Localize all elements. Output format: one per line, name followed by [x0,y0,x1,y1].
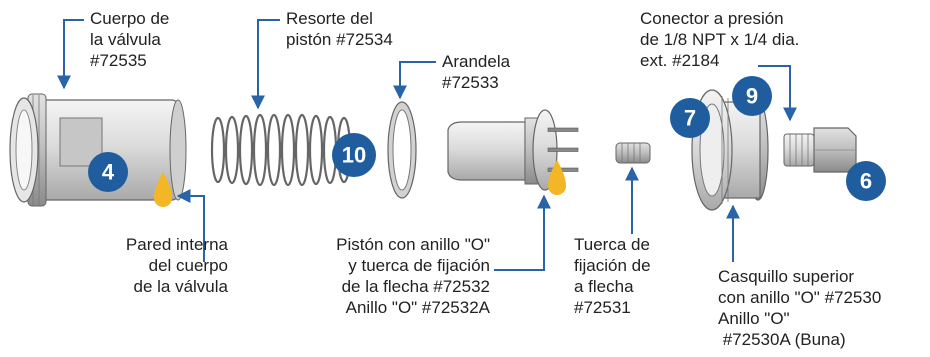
svg-text:6: 6 [860,169,872,194]
connector-part [783,127,857,173]
leader-lines [57,19,797,271]
svg-text:4: 4 [102,160,115,185]
valve-body-label: Cuerpo de la válvula #72535 [90,9,170,70]
svg-text:9: 9 [746,84,758,109]
piston-spring-part [210,113,352,187]
top-bushing-label: Casquillo superior con anillo "O" #72530… [718,267,882,349]
valve-body-part [9,93,187,207]
washer-label: Arandela #72533 [442,52,511,92]
washer-part [387,101,417,199]
badge-10: 10 [332,133,376,177]
svg-text:7: 7 [684,106,696,131]
connector-label: Conector a presión de 1/8 NPT x 1/4 dia.… [640,9,800,70]
piston-label: Pistón con anillo "O" y tuerca de fijaci… [336,235,490,317]
svg-text:10: 10 [342,143,366,168]
badge-6: 6 [846,161,886,201]
inner-wall-label: Pared interna del cuerpo de la válvula [125,235,228,296]
lock-nut-label: Tuerca de fijación de a flecha #72531 [574,235,651,317]
badge-7: 7 [670,98,710,138]
badge-9: 9 [732,76,772,116]
lubricant-drop-icon [548,160,566,195]
badge-4: 4 [88,152,128,192]
piston-spring-label: Resorte del pistón #72534 [286,9,393,49]
lock-nut-part [615,142,651,164]
piston-part [447,109,579,191]
lubricant-drop-icon [154,172,172,207]
